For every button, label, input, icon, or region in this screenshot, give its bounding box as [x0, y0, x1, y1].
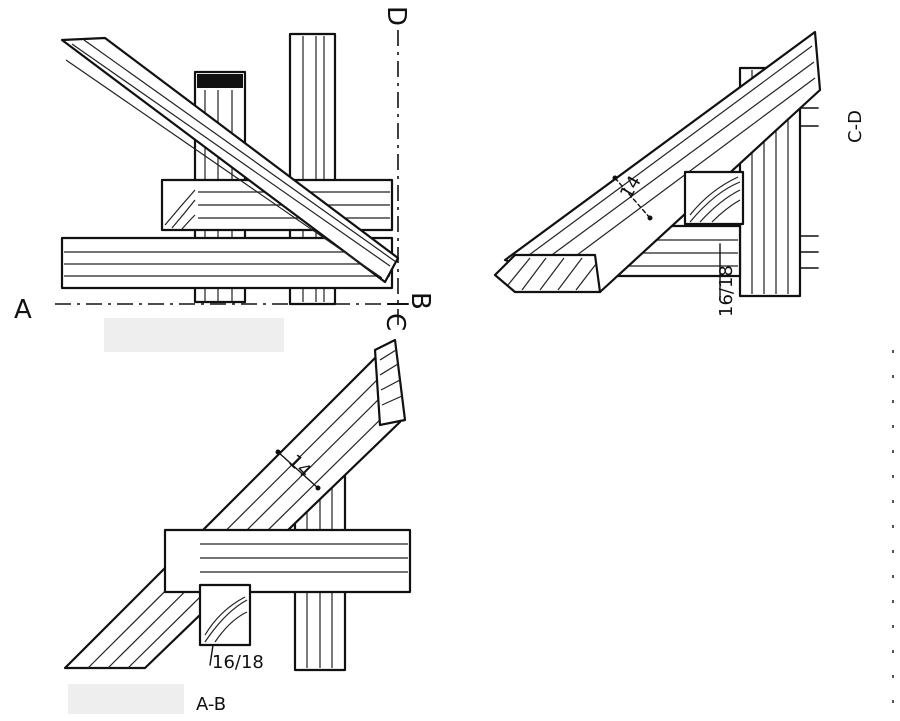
cd-diagonal-rafter: [503, 30, 822, 294]
label-a: A: [14, 295, 32, 325]
section-ab-view: [63, 338, 412, 672]
size-1618-right: 16/18: [716, 265, 737, 317]
ab-horizontal-plank: [163, 528, 412, 594]
mask-block-2: [68, 684, 184, 714]
cd-rafter-end: [493, 253, 602, 294]
label-c: C: [380, 313, 410, 331]
ab-rafter-end: [373, 338, 407, 427]
ab-square-purlin: [198, 583, 252, 647]
label-d: D: [381, 6, 411, 26]
plan-view: [55, 30, 409, 330]
size-1618-left: 16/18: [212, 652, 264, 673]
cd-square-purlin: [683, 170, 745, 226]
label-cd: C-D: [845, 110, 866, 143]
label-b: B: [405, 292, 435, 310]
label-ab: A-B: [196, 694, 226, 715]
mask-block-1: [104, 318, 284, 352]
section-cd-view: [493, 30, 822, 301]
